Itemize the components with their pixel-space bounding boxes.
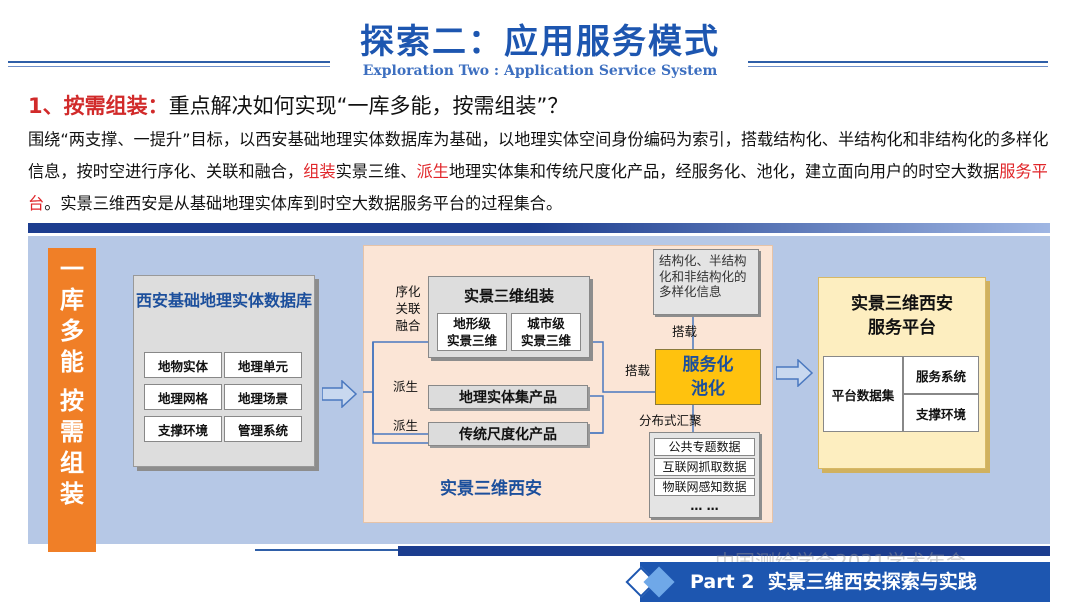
- diverse-info-box: 结构化、半结构化和非结构化的多样化信息: [653, 249, 759, 315]
- section-heading: 1、按需组装：重点解决如何实现“一库多能，按需组装”？: [28, 90, 568, 120]
- db-item: 管理系统: [224, 416, 302, 442]
- heading-label: 1、按需组装：: [28, 94, 169, 118]
- page-subtitle: Exploration Two : Application Service Sy…: [362, 63, 718, 79]
- db-item: 地理网格: [144, 384, 222, 410]
- db-item: 地理场景: [224, 384, 302, 410]
- arrow-right-icon: [776, 359, 814, 387]
- para-text-3: 地理实体集和传统尺度化产品，经服务化、池化，建立面向用户的时空大数据: [448, 162, 1000, 181]
- para-text-4: 。实景三维西安是从基础地理实体库到时空大数据服务平台的过程集合。: [44, 194, 563, 213]
- diagram-top-band: [28, 223, 1050, 233]
- assembly-group-title: 实景三维组装: [463, 287, 554, 305]
- connector-lines: [363, 298, 694, 444]
- db-item: 地理单元: [224, 352, 302, 378]
- assembly-group-box: 实景三维组装 地形级 实景三维 城市级 实景三维: [428, 276, 590, 358]
- service-platform-box: 实景三维西安 服务平台 平台数据集 服务系统 支撑环境: [818, 277, 986, 469]
- source-item: 公共专题数据: [654, 438, 755, 456]
- header-rule-right: [748, 61, 1048, 63]
- data-sources-box: 公共专题数据 互联网抓取数据 物联网感知数据 … …: [649, 432, 760, 518]
- database-title: 西安基础地理实体数据库: [135, 291, 312, 310]
- header-rule-left: [8, 61, 330, 63]
- source-item: 互联网抓取数据: [654, 458, 755, 476]
- derive-label-1: 派生: [393, 379, 419, 394]
- realistic-3d-xian-title: 实景三维西安: [440, 479, 542, 499]
- para-text-2: 实景三维、: [335, 162, 417, 181]
- para-highlight-platform: 服务平台: [28, 162, 1048, 213]
- db-item: 支撑环境: [144, 416, 222, 442]
- mount-label-left: 搭载: [625, 363, 651, 378]
- entity-set-product: 地理实体集产品: [428, 385, 588, 409]
- db-item: 地物实体: [144, 352, 222, 378]
- source-item-more: … …: [690, 499, 719, 513]
- platform-service-system: 服务系统: [903, 356, 979, 394]
- process-label: 序化 关联 融合: [395, 284, 421, 333]
- city-3d-item: 城市级 实景三维: [511, 313, 581, 351]
- mount-label-top: 搭载: [672, 324, 698, 339]
- service-pooling-box: 服务化 池化: [655, 349, 761, 405]
- database-box: 西安基础地理实体数据库 地物实体 地理单元 地理网格 地理场景 支撑环境 管理系…: [133, 275, 315, 467]
- terrain-3d-item: 地形级 实景三维: [437, 313, 507, 351]
- platform-title: 实景三维西安 服务平台: [851, 294, 953, 338]
- header-rule-left-thin: [8, 66, 330, 67]
- arrow-right-icon: [322, 380, 358, 408]
- platform-support-env: 支撑环境: [903, 394, 979, 432]
- part-label: Part 2 实景三维西安探索与实践: [690, 571, 977, 593]
- scale-product: 传统尺度化产品: [428, 422, 588, 446]
- distribute-label: 分布式汇聚: [639, 413, 702, 428]
- heading-text: 重点解决如何实现“一库多能，按需组装”？: [168, 94, 569, 118]
- source-item: 物联网感知数据: [654, 478, 755, 496]
- footer-band: [398, 546, 1050, 556]
- para-highlight-derive: 派生: [416, 162, 449, 181]
- platform-dataset: 平台数据集: [823, 356, 903, 432]
- header-rule-right-thin: [748, 66, 1048, 67]
- description-paragraph: 围绕“两支撑、一提升”目标，以西安基础地理实体数据库为基础，以地理实体空间身份编…: [28, 124, 1058, 220]
- slogan-banner: 一 库 多 能 按 需 组 装: [48, 248, 96, 552]
- para-text-1: 围绕“两支撑、一提升”目标，以西安基础地理实体数据库为基础，以地理实体空间身份编…: [28, 130, 1049, 181]
- footer-rule: [255, 549, 398, 551]
- page-title: 探索二：应用服务模式: [360, 22, 720, 62]
- derive-label-2: 派生: [393, 418, 419, 433]
- para-highlight-assemble: 组装: [303, 162, 336, 181]
- part-banner: Part 2 实景三维西安探索与实践: [640, 562, 1050, 602]
